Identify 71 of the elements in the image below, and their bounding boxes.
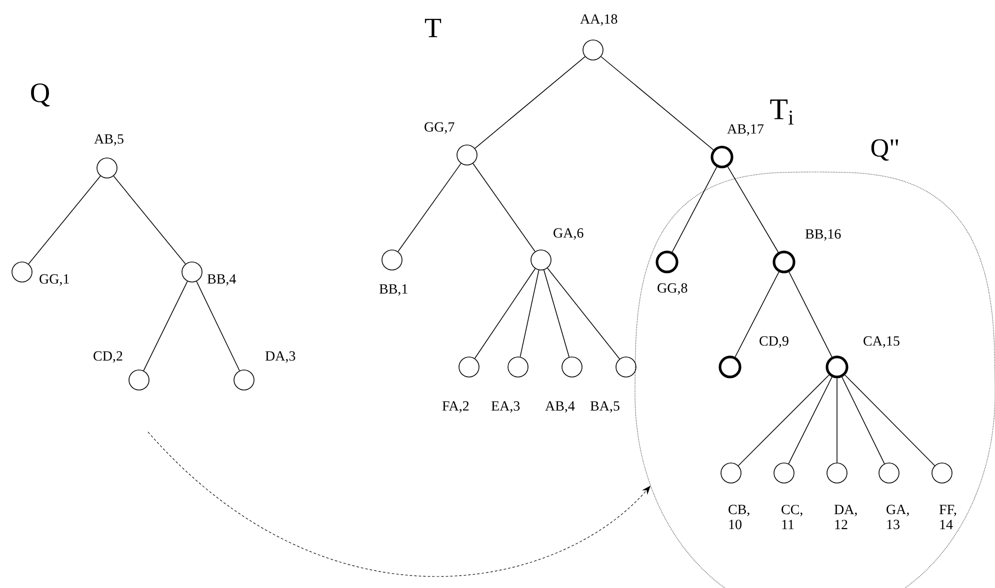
- tree-node: [718, 356, 742, 378]
- tree-node: [720, 462, 742, 484]
- tree-node: [382, 250, 402, 270]
- tree-node: [96, 158, 118, 178]
- tree-node: [826, 356, 848, 378]
- node-label: DA,3: [265, 351, 296, 363]
- tree-edge: [474, 56, 586, 149]
- tree-node: [826, 462, 848, 484]
- node-label: BB,4: [207, 274, 236, 286]
- tree-node: [772, 250, 796, 274]
- node-label: EA,3: [491, 401, 520, 413]
- tree-node: [656, 250, 678, 274]
- tree-edge: [544, 270, 570, 358]
- node-label: BB,1: [379, 284, 408, 296]
- tree-node: [508, 356, 528, 378]
- tree-edge: [836, 378, 838, 463]
- tree-node: [774, 462, 794, 484]
- node-label: AB,17: [727, 124, 764, 136]
- tree-edge: [738, 374, 830, 466]
- tree-edge: [113, 176, 186, 264]
- node-label: CD,2: [94, 351, 122, 363]
- tree-edge: [472, 163, 536, 252]
- tree-edge: [600, 56, 714, 150]
- node-label: BA,5: [590, 401, 620, 413]
- node-label: AB,5: [94, 134, 124, 146]
- tree-node: [710, 146, 734, 168]
- tree-node: [128, 370, 150, 390]
- node-label: GG,7: [424, 122, 454, 134]
- node-label: BB,16: [805, 229, 841, 241]
- node-label: CA,15: [864, 336, 900, 348]
- node-label: DA, 12: [834, 504, 857, 530]
- tree-edge: [520, 270, 540, 358]
- tree-node: [530, 250, 552, 270]
- tree-edge: [474, 268, 536, 359]
- tree-edge: [143, 280, 188, 372]
- node-label: Q": [871, 139, 898, 161]
- node-label: T$_{i}$: [770, 99, 794, 124]
- tree-node: [582, 40, 604, 60]
- tree-edge: [547, 268, 620, 360]
- node-label: GA,6: [554, 228, 584, 240]
- tree-edge: [398, 163, 462, 252]
- tree-node: [456, 144, 478, 166]
- tree-edge: [28, 176, 101, 264]
- node-label: CD,9: [760, 336, 788, 348]
- node-label: FF, 14: [939, 504, 956, 530]
- tree-node: [562, 356, 582, 378]
- tree-node: [878, 462, 900, 484]
- node-label: CC, 11: [782, 504, 802, 530]
- tree-edge: [734, 272, 780, 358]
- node-label: CB, 10: [728, 504, 750, 530]
- tree-node: [616, 356, 636, 378]
- tree-node: [12, 262, 32, 282]
- tree-node: [458, 356, 480, 378]
- node-label: GG,8: [658, 283, 688, 295]
- node-label: GA, 13: [886, 504, 909, 530]
- tree-title: T: [424, 18, 442, 38]
- tree-node: [234, 370, 254, 390]
- tree-edge: [844, 374, 936, 466]
- tree-edge: [672, 166, 718, 252]
- tree-node: [932, 462, 952, 484]
- tree-title: Q: [31, 83, 50, 107]
- node-label: AB,4: [545, 401, 575, 413]
- tree-edge: [788, 272, 832, 358]
- node-label: GG,1: [40, 274, 69, 286]
- tree-edge: [196, 280, 240, 372]
- node-label: AA,18: [580, 14, 618, 26]
- node-label: FA,2: [442, 401, 469, 413]
- tree-node: [182, 262, 202, 282]
- tree-edge: [842, 376, 885, 464]
- tree-edge: [727, 166, 779, 253]
- tree-edge: [788, 376, 832, 464]
